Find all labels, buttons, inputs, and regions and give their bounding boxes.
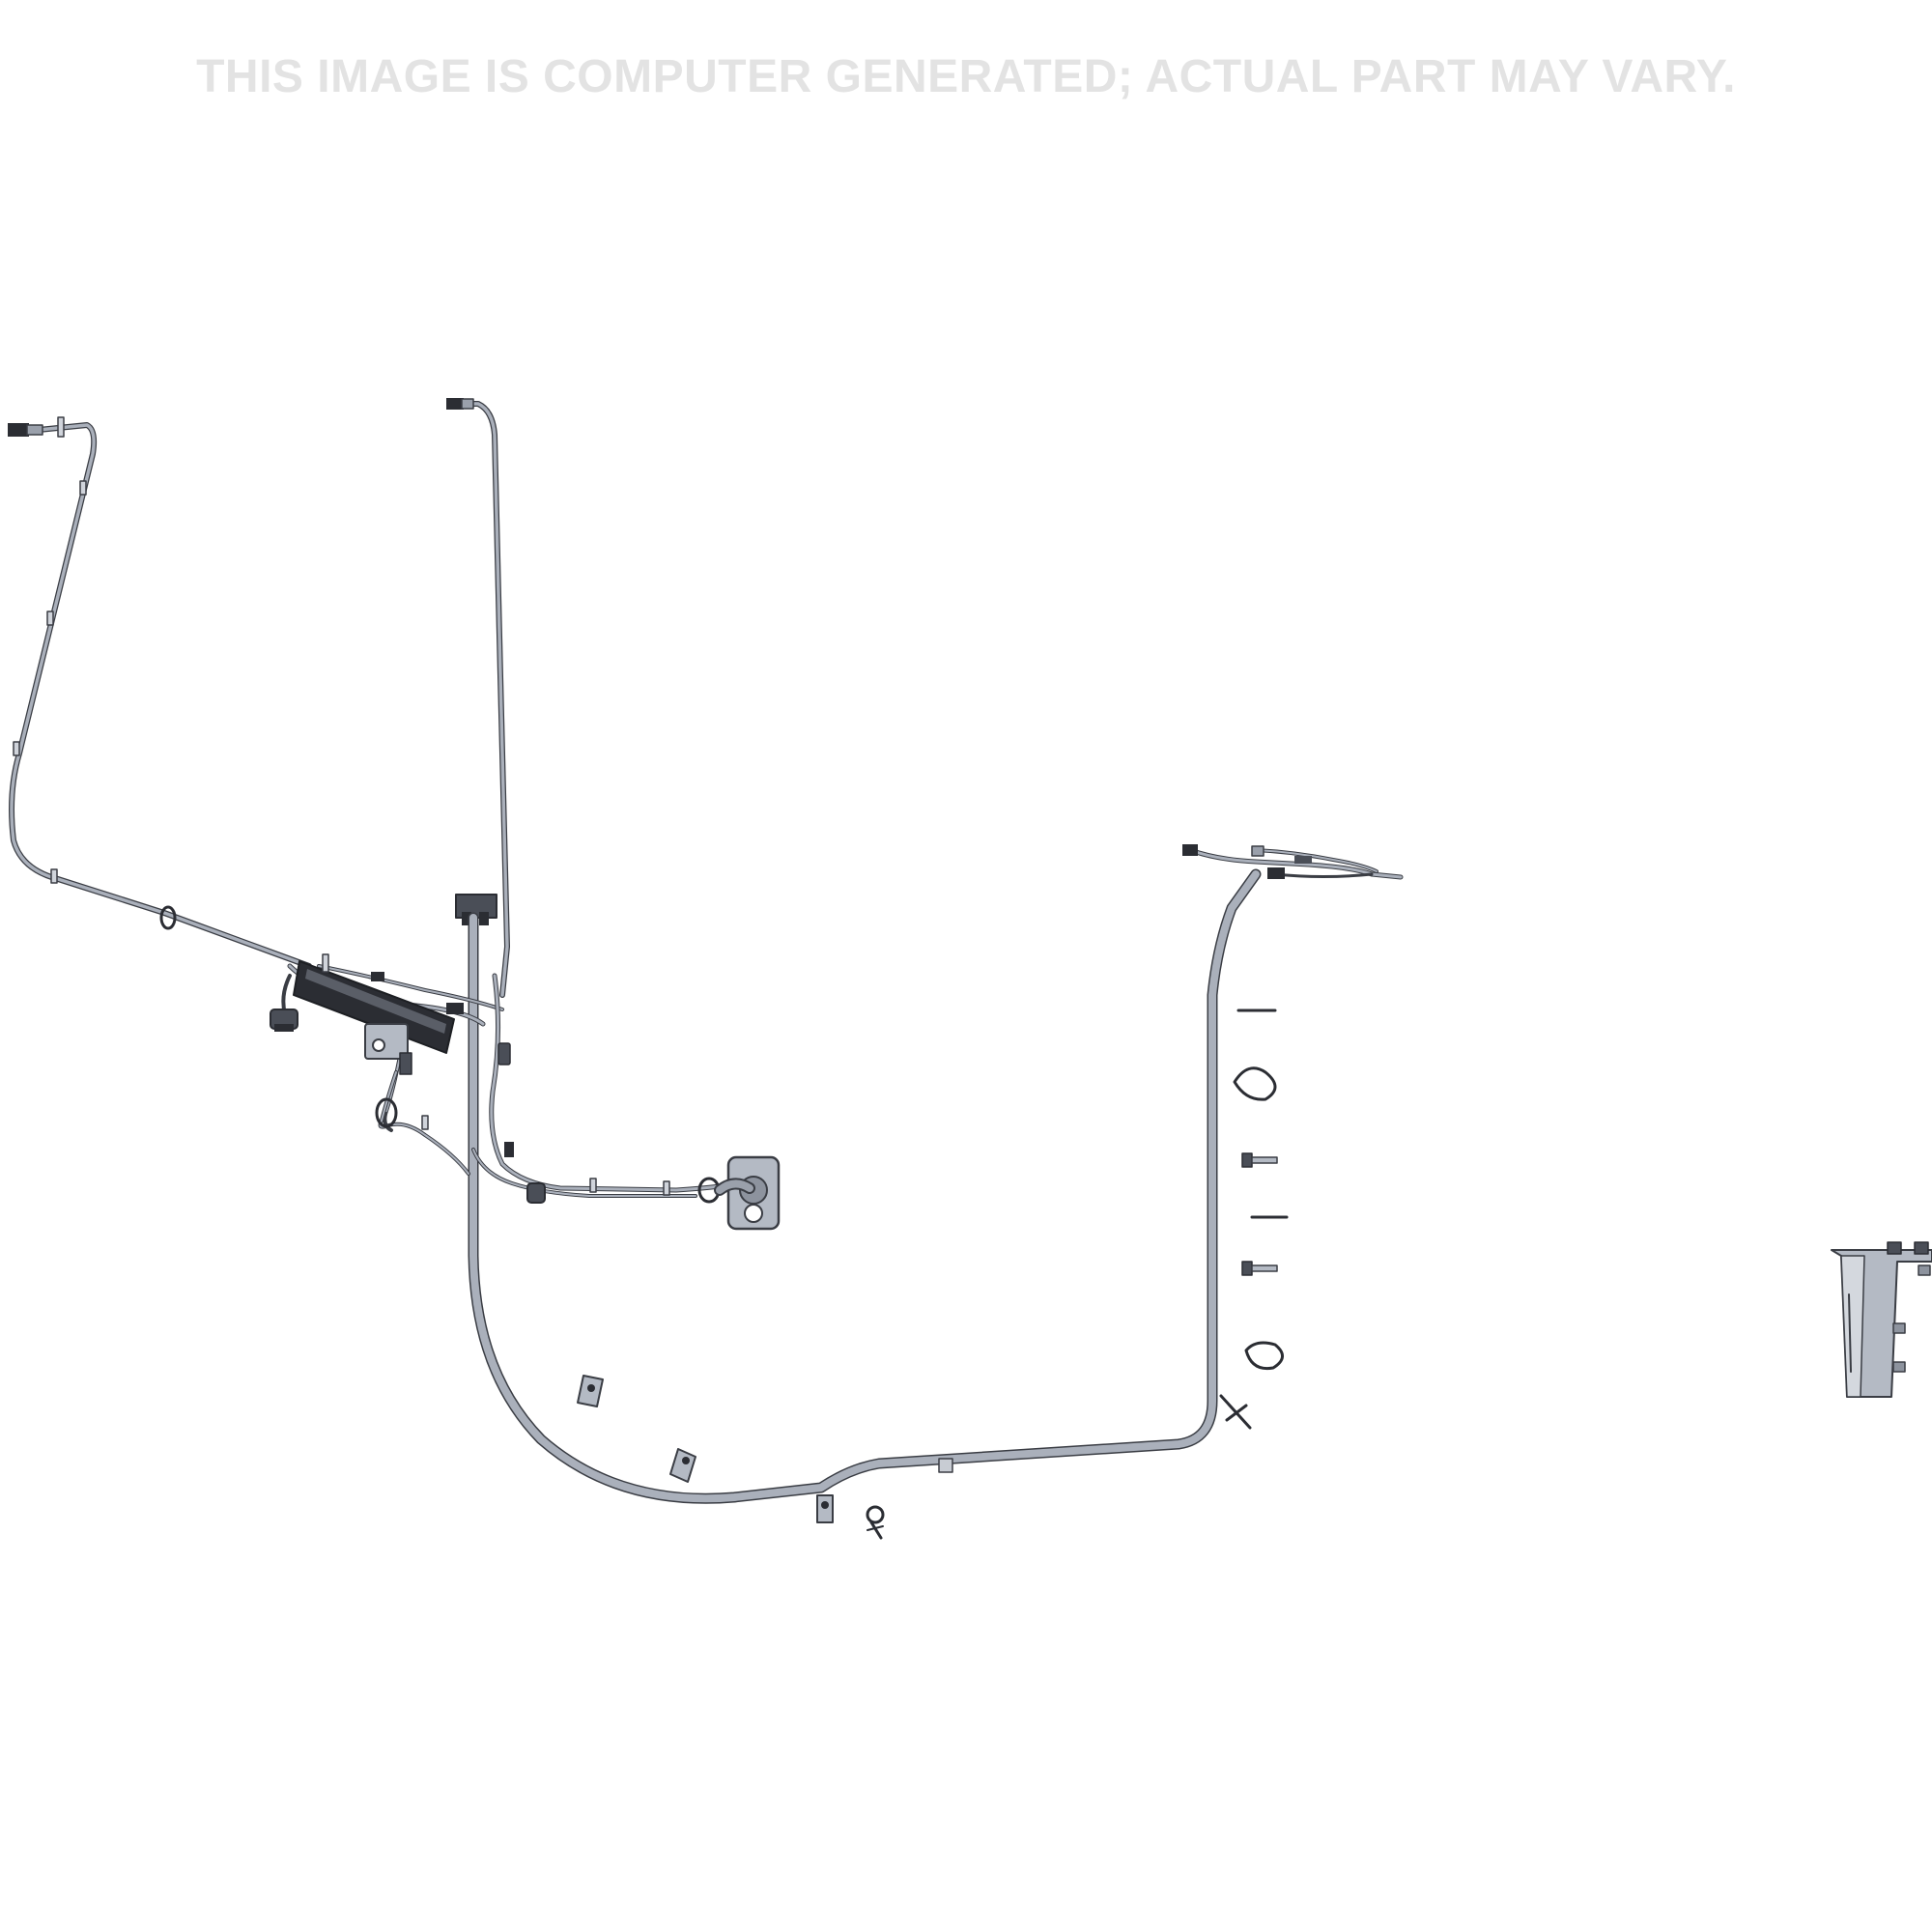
hose-clamp-fastener — [866, 1505, 885, 1540]
cable-tie-loop-lower — [1244, 1341, 1284, 1371]
push-clip-on-trunk — [1219, 1394, 1252, 1430]
dash-connector-bar — [293, 960, 455, 1054]
harness-branch-top — [457, 401, 510, 998]
p-clip-bracket-one — [577, 1375, 604, 1407]
grommet-plate — [714, 1155, 781, 1231]
harness-branch-left — [9, 422, 312, 969]
clip-tabs-left-branch — [13, 480, 87, 884]
harness-lower-loop — [375, 1070, 470, 1176]
harness-trunk-main — [468, 868, 1262, 1504]
push-pin-fastener-upper — [1241, 1152, 1278, 1168]
harness-branch-upper-right — [1187, 847, 1404, 880]
push-pin-fastener-lower — [1241, 1261, 1278, 1276]
connector-left-end — [8, 416, 65, 438]
mounting-bracket-right — [1831, 1241, 1932, 1398]
connector-cluster-small — [322, 953, 464, 1014]
cable-tie-loop-upper — [1233, 1066, 1277, 1101]
disclaimer-text: THIS IMAGE IS COMPUTER GENERATED; ACTUAL… — [196, 51, 1736, 102]
connector-top-end — [446, 398, 474, 410]
harness-branch-grommet — [471, 973, 723, 1204]
loop-clip-left — [159, 905, 177, 930]
p-clip-bracket-two — [669, 1448, 696, 1483]
bracket-dash-mount — [364, 1023, 412, 1075]
p-clip-bracket-three — [816, 1494, 834, 1523]
connector-upper-right — [1182, 844, 1312, 879]
connector-dash-left — [270, 1009, 298, 1032]
